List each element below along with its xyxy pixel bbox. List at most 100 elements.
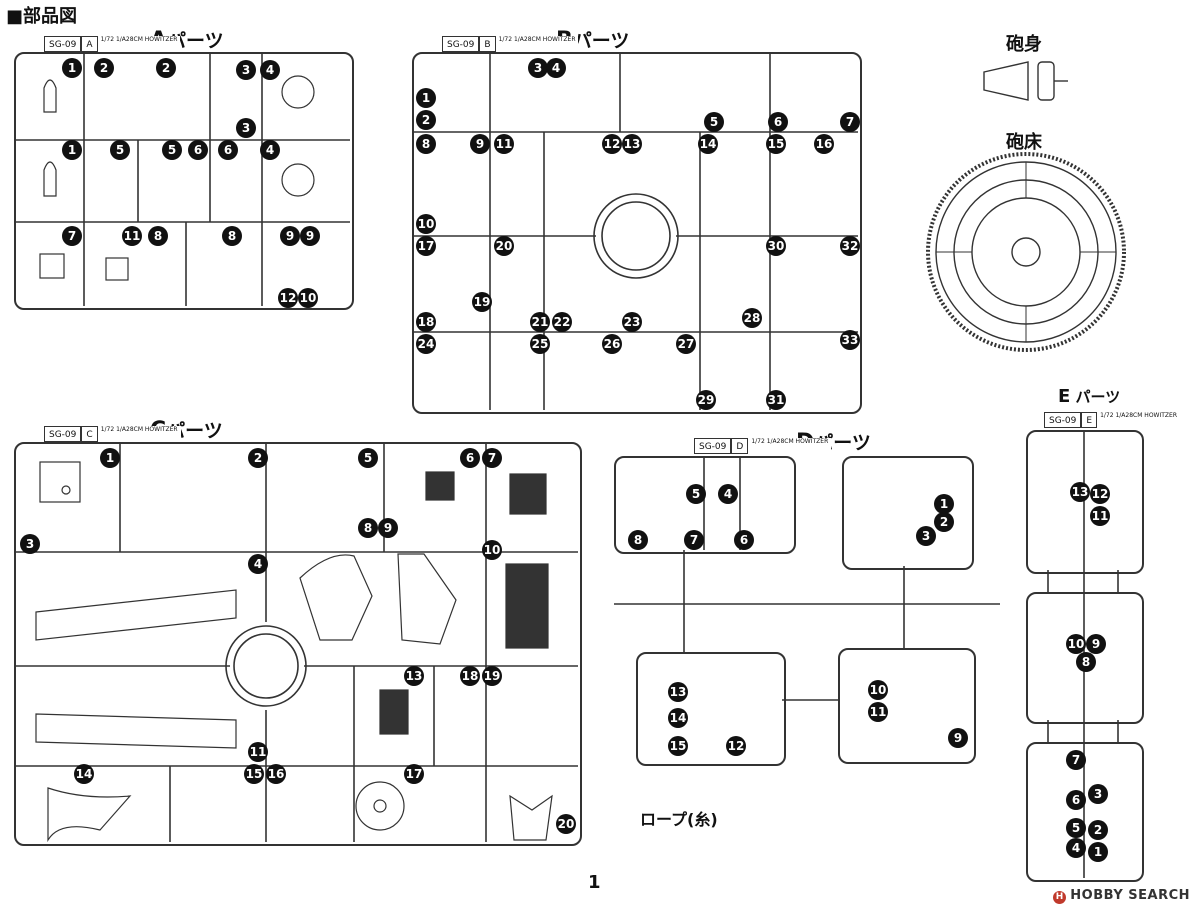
part-number-badge: 25	[530, 334, 550, 354]
sprue-e-code: SG-09	[1044, 412, 1082, 428]
part-number-badge: 5	[1066, 818, 1086, 838]
part-number-badge: 10	[482, 540, 502, 560]
sprue-e-title: E パーツ	[1058, 386, 1120, 407]
part-number-badge: 11	[494, 134, 514, 154]
part-number-badge: 15	[244, 764, 264, 784]
part-number-badge: 11	[1090, 506, 1110, 526]
part-number-badge: 7	[1066, 750, 1086, 770]
sprue-d-letter-tag: D	[731, 438, 749, 454]
sprue-e-frame-2	[1026, 592, 1144, 724]
part-number-badge: 13	[1070, 482, 1090, 502]
part-number-badge: 9	[1086, 634, 1106, 654]
part-number-badge: 7	[482, 448, 502, 468]
part-number-badge: 13	[622, 134, 642, 154]
part-number-badge: 12	[278, 288, 298, 308]
part-number-badge: 8	[358, 518, 378, 538]
barrel-label: 砲身	[1006, 34, 1042, 55]
part-number-badge: 9	[470, 134, 490, 154]
part-number-badge: 9	[378, 518, 398, 538]
part-number-badge: 29	[696, 390, 716, 410]
part-number-badge: 12	[726, 736, 746, 756]
part-number-badge: 30	[766, 236, 786, 256]
part-number-badge: 14	[698, 134, 718, 154]
part-number-badge: 3	[236, 60, 256, 80]
page-number: 1	[588, 872, 601, 893]
part-number-badge: 5	[162, 140, 182, 160]
part-number-badge: 2	[248, 448, 268, 468]
part-number-badge: 1	[100, 448, 120, 468]
rope-label: ロープ(糸)	[640, 810, 718, 829]
sprue-d-desc: 1/72 1/A28CM HOWITZER	[748, 438, 832, 454]
part-number-badge: 4	[248, 554, 268, 574]
part-number-badge: 17	[404, 764, 424, 784]
part-number-badge: 14	[668, 708, 688, 728]
sprue-e-letter-tag: E	[1081, 412, 1098, 428]
part-number-badge: 2	[156, 58, 176, 78]
sprue-a-letter-tag: A	[81, 36, 98, 52]
part-number-badge: 19	[482, 666, 502, 686]
part-number-badge: 7	[684, 530, 704, 550]
part-number-badge: 12	[1090, 484, 1110, 504]
part-number-badge: 20	[556, 814, 576, 834]
part-number-badge: 12	[602, 134, 622, 154]
part-number-badge: 11	[122, 226, 142, 246]
sprue-e-frame-3	[1026, 742, 1144, 882]
part-number-badge: 1	[62, 58, 82, 78]
sprue-c-code: SG-09	[44, 426, 82, 442]
part-number-badge: 18	[460, 666, 480, 686]
part-number-badge: 6	[218, 140, 238, 160]
part-number-badge: 8	[148, 226, 168, 246]
part-number-badge: 1	[934, 494, 954, 514]
sprue-b-frame	[412, 52, 862, 414]
part-number-badge: 3	[236, 118, 256, 138]
part-number-badge: 1	[416, 88, 436, 108]
sprue-e-letter: E	[1058, 386, 1071, 407]
part-number-badge: 6	[460, 448, 480, 468]
sprue-b-letter-tag: B	[479, 36, 496, 52]
part-number-badge: 5	[704, 112, 724, 132]
part-number-badge: 33	[840, 330, 860, 350]
sprue-e-frame-1	[1026, 430, 1144, 574]
part-number-badge: 4	[718, 484, 738, 504]
sprue-a-suffix: パーツ	[167, 30, 224, 52]
part-number-badge: 15	[668, 736, 688, 756]
part-number-badge: 20	[494, 236, 514, 256]
part-number-badge: 3	[20, 534, 40, 554]
part-number-badge: 8	[1076, 652, 1096, 672]
sprue-a-frame	[14, 52, 354, 310]
part-number-badge: 5	[110, 140, 130, 160]
sprue-c-desc: 1/72 1/A28CM HOWITZER	[97, 426, 181, 442]
part-number-badge: 11	[248, 742, 268, 762]
part-number-badge: 9	[300, 226, 320, 246]
part-number-badge: 16	[266, 764, 286, 784]
part-number-badge: 2	[94, 58, 114, 78]
sprue-d-code: SG-09	[694, 438, 732, 454]
page-title: ■部品図	[6, 6, 78, 27]
part-number-badge: 26	[602, 334, 622, 354]
part-number-badge: 28	[742, 308, 762, 328]
sprue-e-desc: 1/72 1/A28CM HOWITZER	[1097, 412, 1180, 428]
part-number-badge: 16	[814, 134, 834, 154]
part-number-badge: 31	[766, 390, 786, 410]
part-number-badge: 8	[416, 134, 436, 154]
part-number-badge: 18	[416, 312, 436, 332]
part-number-badge: 23	[622, 312, 642, 332]
part-number-badge: 9	[948, 728, 968, 748]
sprue-a-desc: 1/72 1/A28CM HOWITZER	[97, 36, 181, 52]
watermark-logo: H	[1053, 891, 1067, 904]
part-number-badge: 4	[260, 140, 280, 160]
part-number-badge: 6	[734, 530, 754, 550]
part-number-badge: 1	[62, 140, 82, 160]
part-number-badge: 6	[188, 140, 208, 160]
sprue-b-code: SG-09	[442, 36, 480, 52]
part-number-badge: 3	[1088, 784, 1108, 804]
part-number-badge: 8	[628, 530, 648, 550]
part-number-badge: 27	[676, 334, 696, 354]
part-number-badge: 21	[530, 312, 550, 332]
